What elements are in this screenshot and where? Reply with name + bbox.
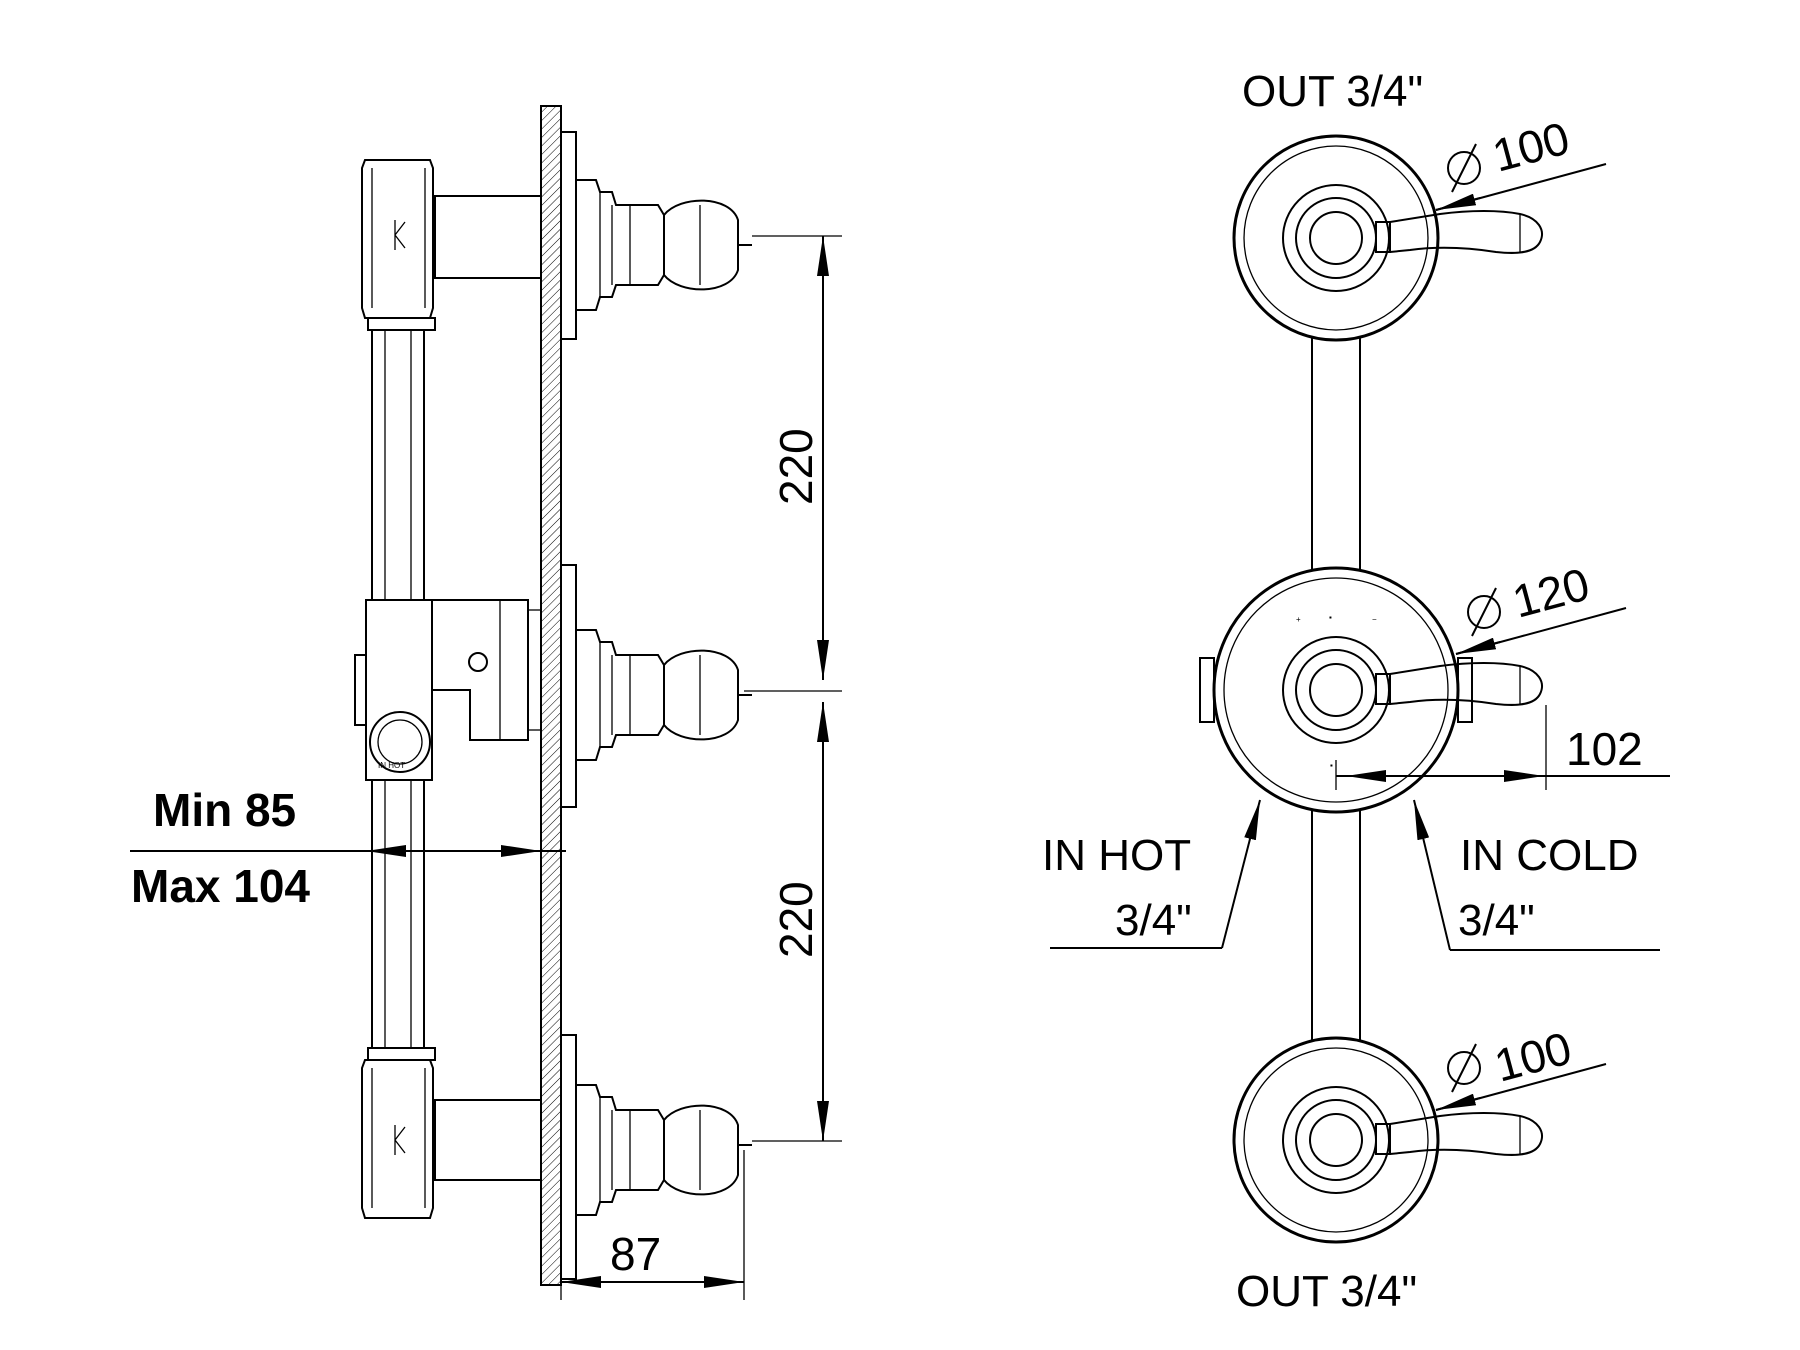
in-hot-label: IN HOT bbox=[1042, 831, 1191, 880]
dimension-102-label: 102 bbox=[1566, 723, 1643, 775]
out-label-bottom: OUT 3/4" bbox=[1236, 1267, 1417, 1316]
scale-minus-icon: − bbox=[1372, 615, 1377, 624]
out-label-top: OUT 3/4" bbox=[1242, 67, 1423, 116]
in-hot-leader bbox=[1050, 799, 1261, 949]
rosette-bottom bbox=[1232, 1036, 1543, 1244]
min-depth-label: Min 85 bbox=[153, 784, 296, 836]
inlet-marking: IN HOT bbox=[378, 761, 405, 770]
diameter-leader-middle bbox=[1455, 587, 1627, 655]
valve-knob-bottom bbox=[576, 1084, 752, 1216]
stem-rod bbox=[434, 195, 542, 1181]
connecting-column bbox=[1311, 338, 1361, 1040]
diameter-120-middle: 120 bbox=[1507, 558, 1595, 628]
diameter-100-top: 100 bbox=[1487, 112, 1575, 182]
dimension-87-label: 87 bbox=[610, 1228, 661, 1280]
valve-knob-top bbox=[576, 179, 752, 311]
wall-section bbox=[540, 105, 562, 1286]
in-cold-leader bbox=[1413, 799, 1660, 951]
cover-plate bbox=[560, 131, 577, 1280]
valve-body-bottom bbox=[361, 1047, 436, 1219]
in-hot-size: 3/4" bbox=[1115, 896, 1192, 945]
scale-stop-icon: ▪ bbox=[1329, 613, 1332, 622]
valve-knob-middle bbox=[576, 629, 752, 761]
diameter-leader-bottom bbox=[1435, 1043, 1607, 1111]
side-view: IN HOT Min 85 Max 104 220 220 87 bbox=[130, 105, 842, 1300]
rosette-middle: + ▪ − ▪ bbox=[1199, 566, 1543, 814]
mixer-body: IN HOT bbox=[354, 599, 541, 781]
diameter-leader-top bbox=[1435, 143, 1607, 211]
in-cold-size: 3/4" bbox=[1458, 896, 1535, 945]
in-cold-label: IN COLD bbox=[1460, 831, 1638, 880]
rosette-top bbox=[1232, 134, 1543, 342]
dimension-220-top: 220 bbox=[770, 428, 822, 505]
dimension-220-bottom: 220 bbox=[770, 881, 822, 958]
scale-plus-icon: + bbox=[1296, 615, 1301, 624]
max-depth-label: Max 104 bbox=[131, 860, 310, 912]
scale-bottom-icon: ▪ bbox=[1330, 761, 1333, 770]
valve-body-top bbox=[361, 159, 436, 331]
front-view: + ▪ − ▪ OUT 3/4" OUT 3/4" 100 bbox=[1042, 67, 1670, 1316]
diameter-100-bottom: 100 bbox=[1489, 1022, 1577, 1092]
dimension-87 bbox=[560, 1150, 745, 1300]
connecting-pipe bbox=[371, 329, 425, 1049]
dimension-102 bbox=[1335, 705, 1670, 790]
dimension-vertical bbox=[744, 235, 842, 1142]
